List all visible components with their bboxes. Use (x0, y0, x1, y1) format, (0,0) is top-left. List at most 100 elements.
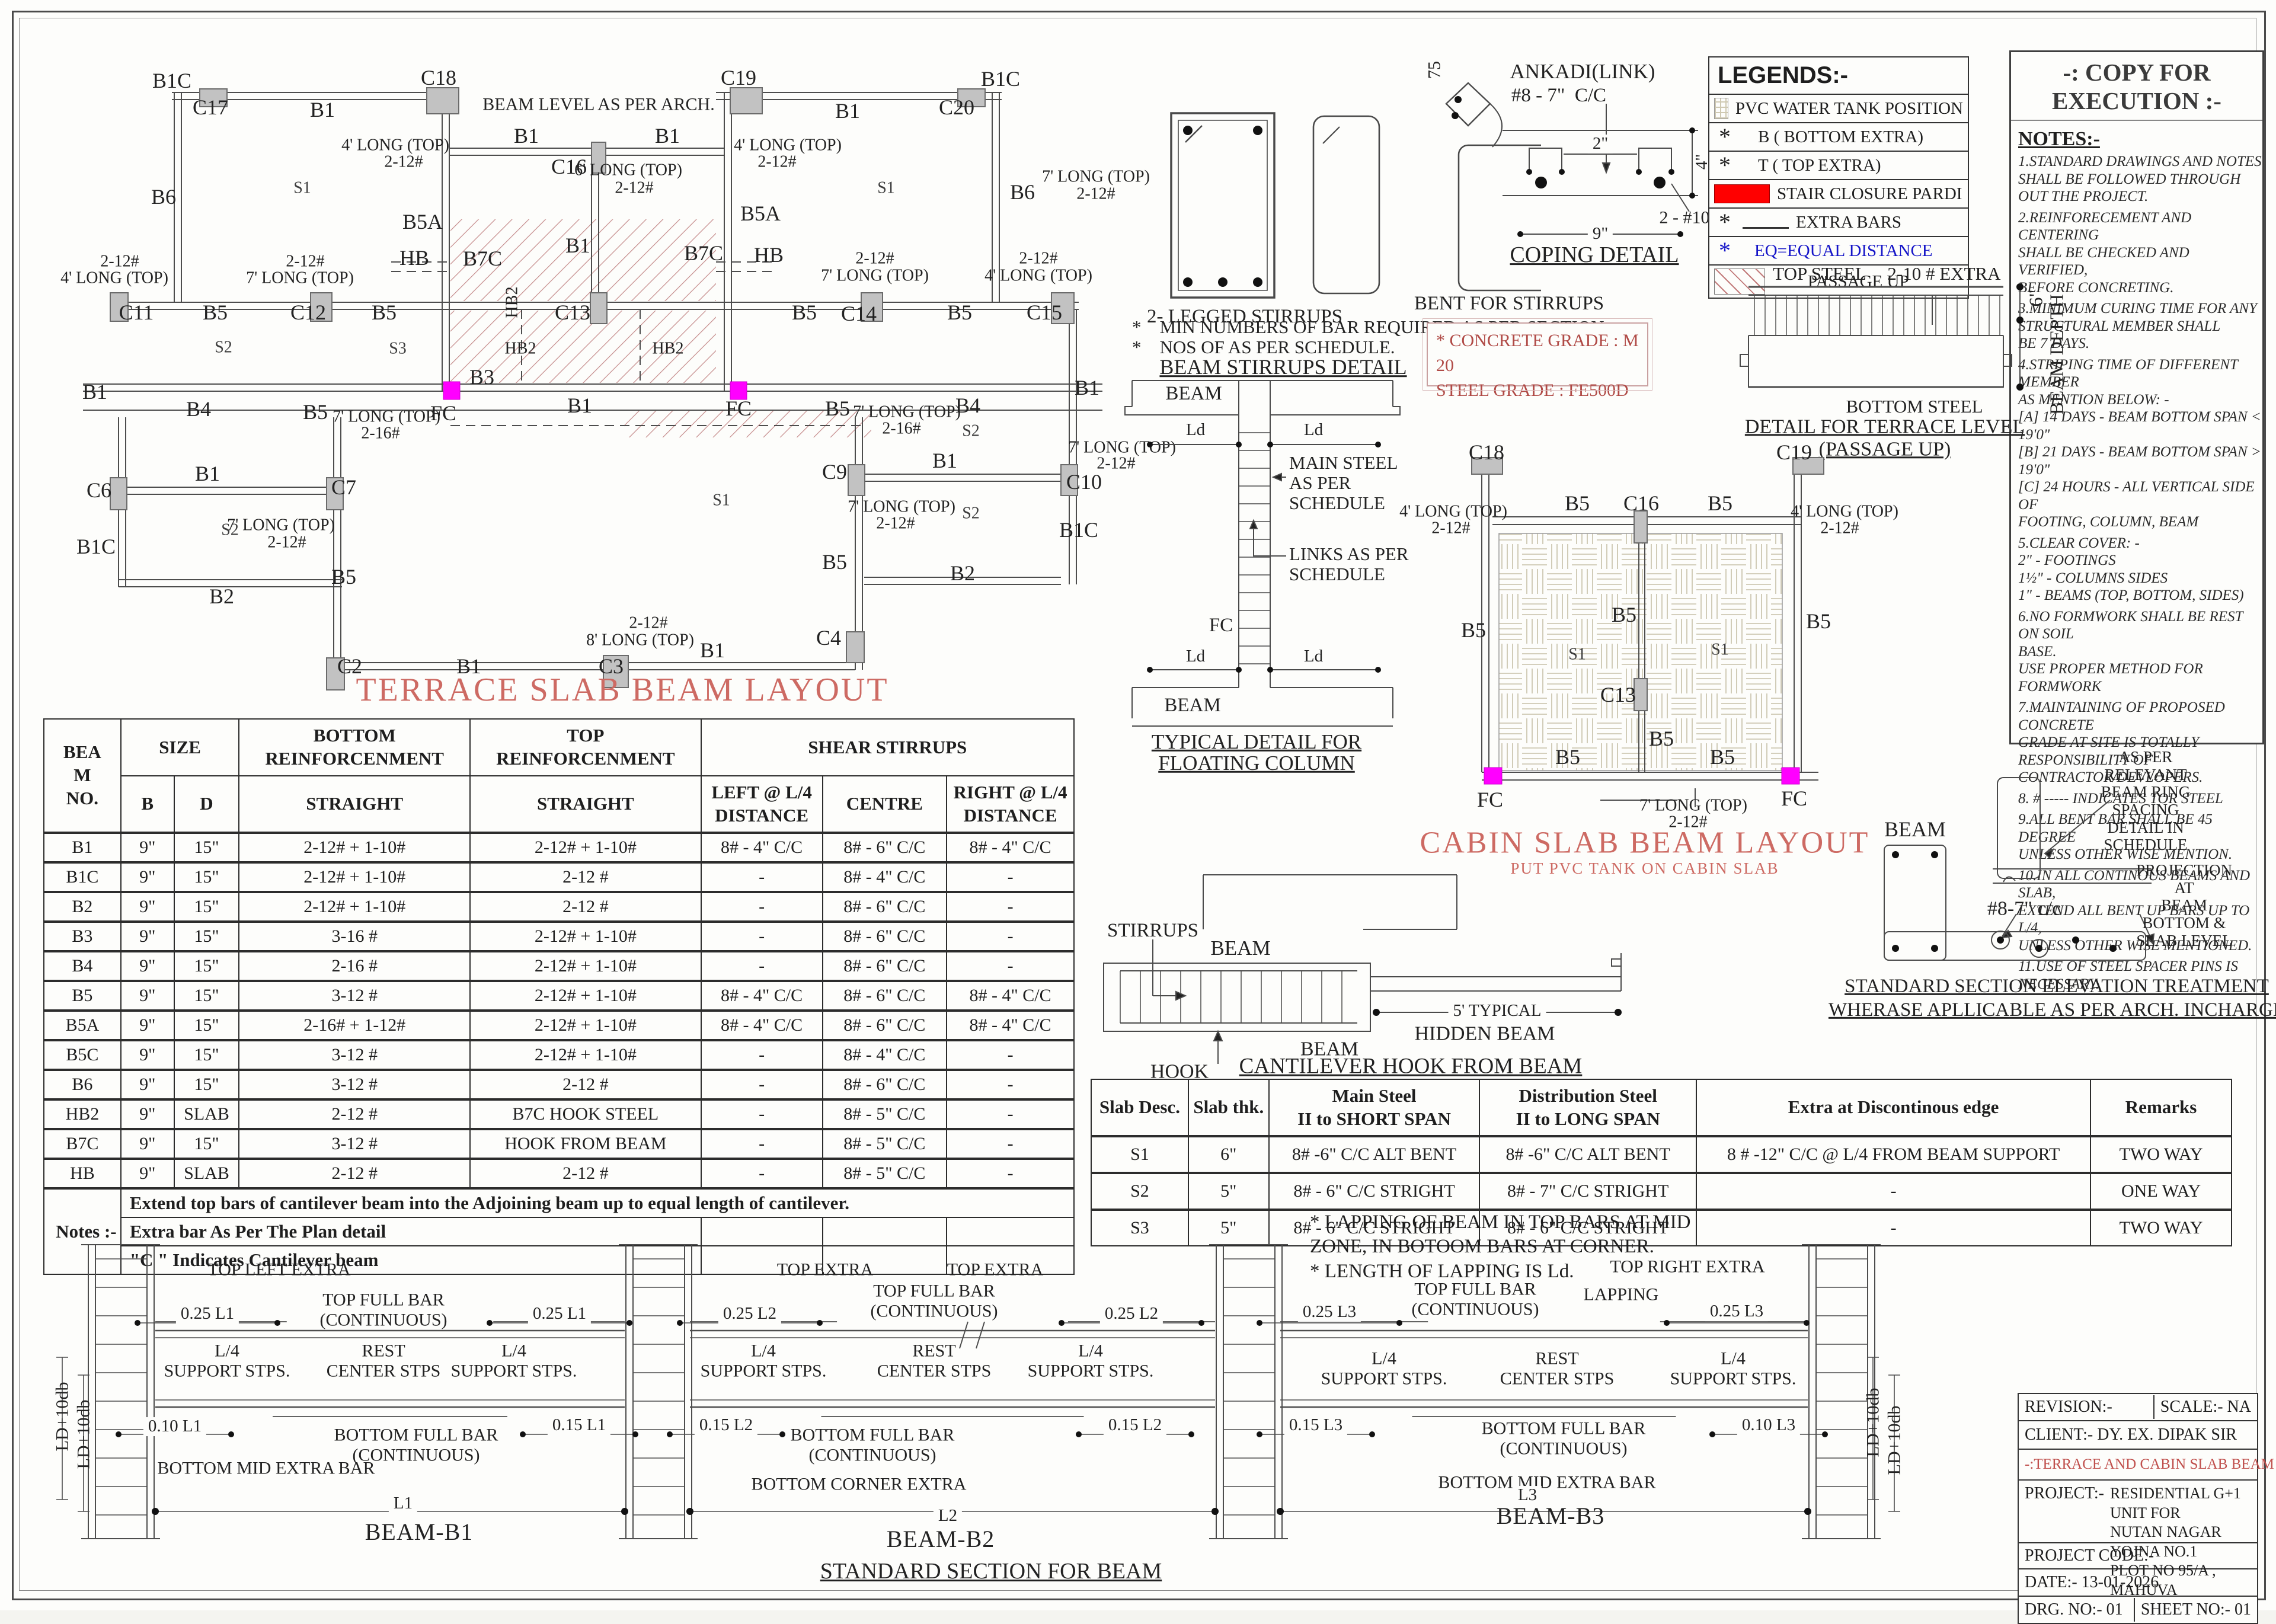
beam-schedule-cell: 15" (173, 1069, 240, 1100)
elevation-title-1: STANDARD SECTION ELEVATION TREATMENT (1845, 975, 2269, 997)
beam-schedule-cell: 2-16# + 1-12# (238, 1009, 471, 1041)
terrace-label: 4' LONG (TOP) (984, 266, 1092, 285)
col-header-straight-1: STRAIGHT (238, 775, 471, 833)
terrace-label: C11 (119, 300, 154, 325)
elevation-linework (1861, 765, 2270, 1025)
elevation-title-2: WHERASE APLLICABLE AS PER ARCH. INCHARGE (1828, 999, 2276, 1021)
beam-notes-row: Extra bar As Per The Plan detail (44, 1217, 1075, 1246)
section-label: 0.15 L2 (694, 1415, 758, 1435)
terrace-label: 7' LONG (TOP) (227, 516, 335, 535)
terrace-label: 2-12# (384, 152, 423, 171)
beam-stirrups-detail: 75 2- LEGGED STIRRUPS BENT FOR STIRRUPS … (1126, 59, 1609, 391)
cabin-label: C18 (1468, 440, 1505, 465)
terrace-label: 2-12# (1019, 249, 1058, 268)
beam-schedule-cell: 15" (173, 1009, 240, 1041)
terrace-label: 2-12# (615, 178, 654, 197)
section-label: SUPPORT STPS. (450, 1361, 577, 1381)
section-label: L3 (1513, 1485, 1542, 1505)
terrace-label: 2-12# (286, 252, 325, 271)
terrace-label: 7' LONG (TOP) (1042, 167, 1150, 186)
note-item: 9.ALL BENT BAR SHALL BE 45 DEGREE UNLESS… (2018, 811, 2233, 862)
ld-dim: Ld (1299, 420, 1328, 440)
section-label: SUPPORT STPS. (1670, 1369, 1796, 1389)
beam-schedule-cell: 9" (120, 1039, 175, 1070)
beam-schedule-cell: 9" (120, 861, 175, 893)
terrace-label: B1 (654, 124, 680, 148)
cabin-label: 2-12# (1668, 813, 1708, 832)
terrace-label: B1 (456, 654, 482, 679)
beam-schedule-cell: 2-12# + 1-10# (469, 1009, 702, 1041)
beam-schedule-cell: 8# - 6" C/C (821, 832, 948, 863)
execution-notes-panel: -: COPY FOR EXECUTION :- NOTES:- 1.STAND… (2009, 50, 2264, 992)
tank-swatch-icon (1714, 98, 1728, 119)
terrace-label: 7' LONG (TOP) (333, 407, 440, 426)
beam-schedule-cell: 9" (120, 980, 175, 1011)
terrace-label: C14 (840, 302, 877, 326)
beam-schedule-cell: B2 (43, 891, 122, 922)
bent-angle-label: 75 (1424, 61, 1444, 79)
beam-schedule-cell: 2-12# + 1-10# (469, 950, 702, 982)
beam-schedule-table: BEA M NO. SIZE BOTTOM REINFORCENMENT TOP… (43, 718, 1075, 1275)
beam-schedule-cell: 8# - 5" C/C (821, 1158, 948, 1189)
legend-label: T ( TOP EXTRA) (1758, 155, 1881, 175)
terrace-label: B1 (309, 98, 335, 122)
beam-schedule-cell: 8# - 6" C/C (821, 891, 948, 922)
terrace-label: HB (753, 243, 784, 267)
beam-schedule-cell: - (700, 861, 823, 893)
elevation-treatment-detail: BEAM AS PER RELEVANT BEAM RING SPACING D… (1829, 748, 2276, 1025)
section-label: LD+10db (1863, 1388, 1883, 1457)
links-label: LINKS AS PER SCHEDULE (1289, 543, 1409, 584)
terrace-label: 7' LONG (TOP) (1068, 438, 1176, 457)
date-field: DATE:- 13-01-2026 (2025, 1573, 2159, 1591)
section-label: L/4 (751, 1341, 776, 1361)
beam-schedule-cell: 9" (120, 891, 175, 922)
terrace-label: B1 (565, 234, 591, 258)
beam-schedule-cell: 15" (173, 1128, 240, 1159)
legend-item-eq: * EQ=EQUAL DISTANCE (1709, 237, 1968, 266)
terrace-label: B5 (302, 400, 328, 424)
projection-note: PROJECTION AT BEAM BOTTOM & SLAB LEVEL (2136, 861, 2233, 950)
ld-dim: Ld (1181, 647, 1210, 666)
terrace-label: S2 (962, 421, 980, 440)
col-header-shear: SHEAR STIRRUPS (700, 718, 1075, 776)
cabin-label: B5 (1564, 491, 1590, 516)
bent-for-stirrups-label: BENT FOR STIRRUPS (1414, 292, 1604, 314)
section-label: BOTTOM FULL BAR (1481, 1418, 1646, 1438)
section-label: TOP LEFT EXTRA (207, 1259, 351, 1280)
section-label: 0.25 L3 (1297, 1302, 1361, 1322)
beam-schedule-cell: 15" (173, 891, 240, 922)
cabin-label: 4' LONG (TOP) (1791, 502, 1898, 521)
terrace-label: B1C (1059, 518, 1099, 542)
beam-schedule-cell: 8# - 6" C/C (821, 1009, 948, 1041)
legend-label: EXTRA BARS (1796, 212, 1902, 232)
cabin-label: 2-12# (1820, 519, 1859, 538)
section-label: 0.15 L3 (1284, 1415, 1348, 1435)
beam-schedule-cell: 8# - 4" C/C (946, 1009, 1075, 1041)
extra-steel-label: 2-10 # EXTRA (1887, 263, 2001, 284)
slab-col-extra: Extra at Discontinous edge (1695, 1079, 2092, 1137)
section-label: 0.15 L1 (547, 1415, 611, 1435)
section-label: BOTTOM FULL BAR (334, 1425, 498, 1445)
empty-cell (821, 1245, 948, 1275)
elev-cc-label: #8-7" c/c (1987, 897, 2061, 920)
terrace-label: C2 (337, 654, 363, 679)
beam-schedule-cell: - (946, 1098, 1075, 1130)
terrace-label: C3 (598, 654, 624, 679)
empty-cell (946, 1245, 1075, 1275)
slab-schedule-table: Slab Desc. Slab thk. Main Steel II to SH… (1091, 1079, 2232, 1246)
terrace-label: B1 (194, 462, 220, 486)
slab-schedule-cell: S2 (1091, 1172, 1189, 1210)
cabin-label: FC (1476, 788, 1504, 812)
section-label: REST (912, 1341, 956, 1361)
beam-schedule-cell: HB2 (43, 1098, 122, 1130)
beam-schedule-cell: 15" (173, 832, 240, 863)
project-code-field: PROJECT CODE:- (2025, 1546, 2154, 1565)
terrace-label: S2 (962, 504, 980, 523)
sheet-border-inner (19, 18, 2256, 1591)
beam-schedule-cell: 2-12# + 1-10# (469, 920, 702, 952)
